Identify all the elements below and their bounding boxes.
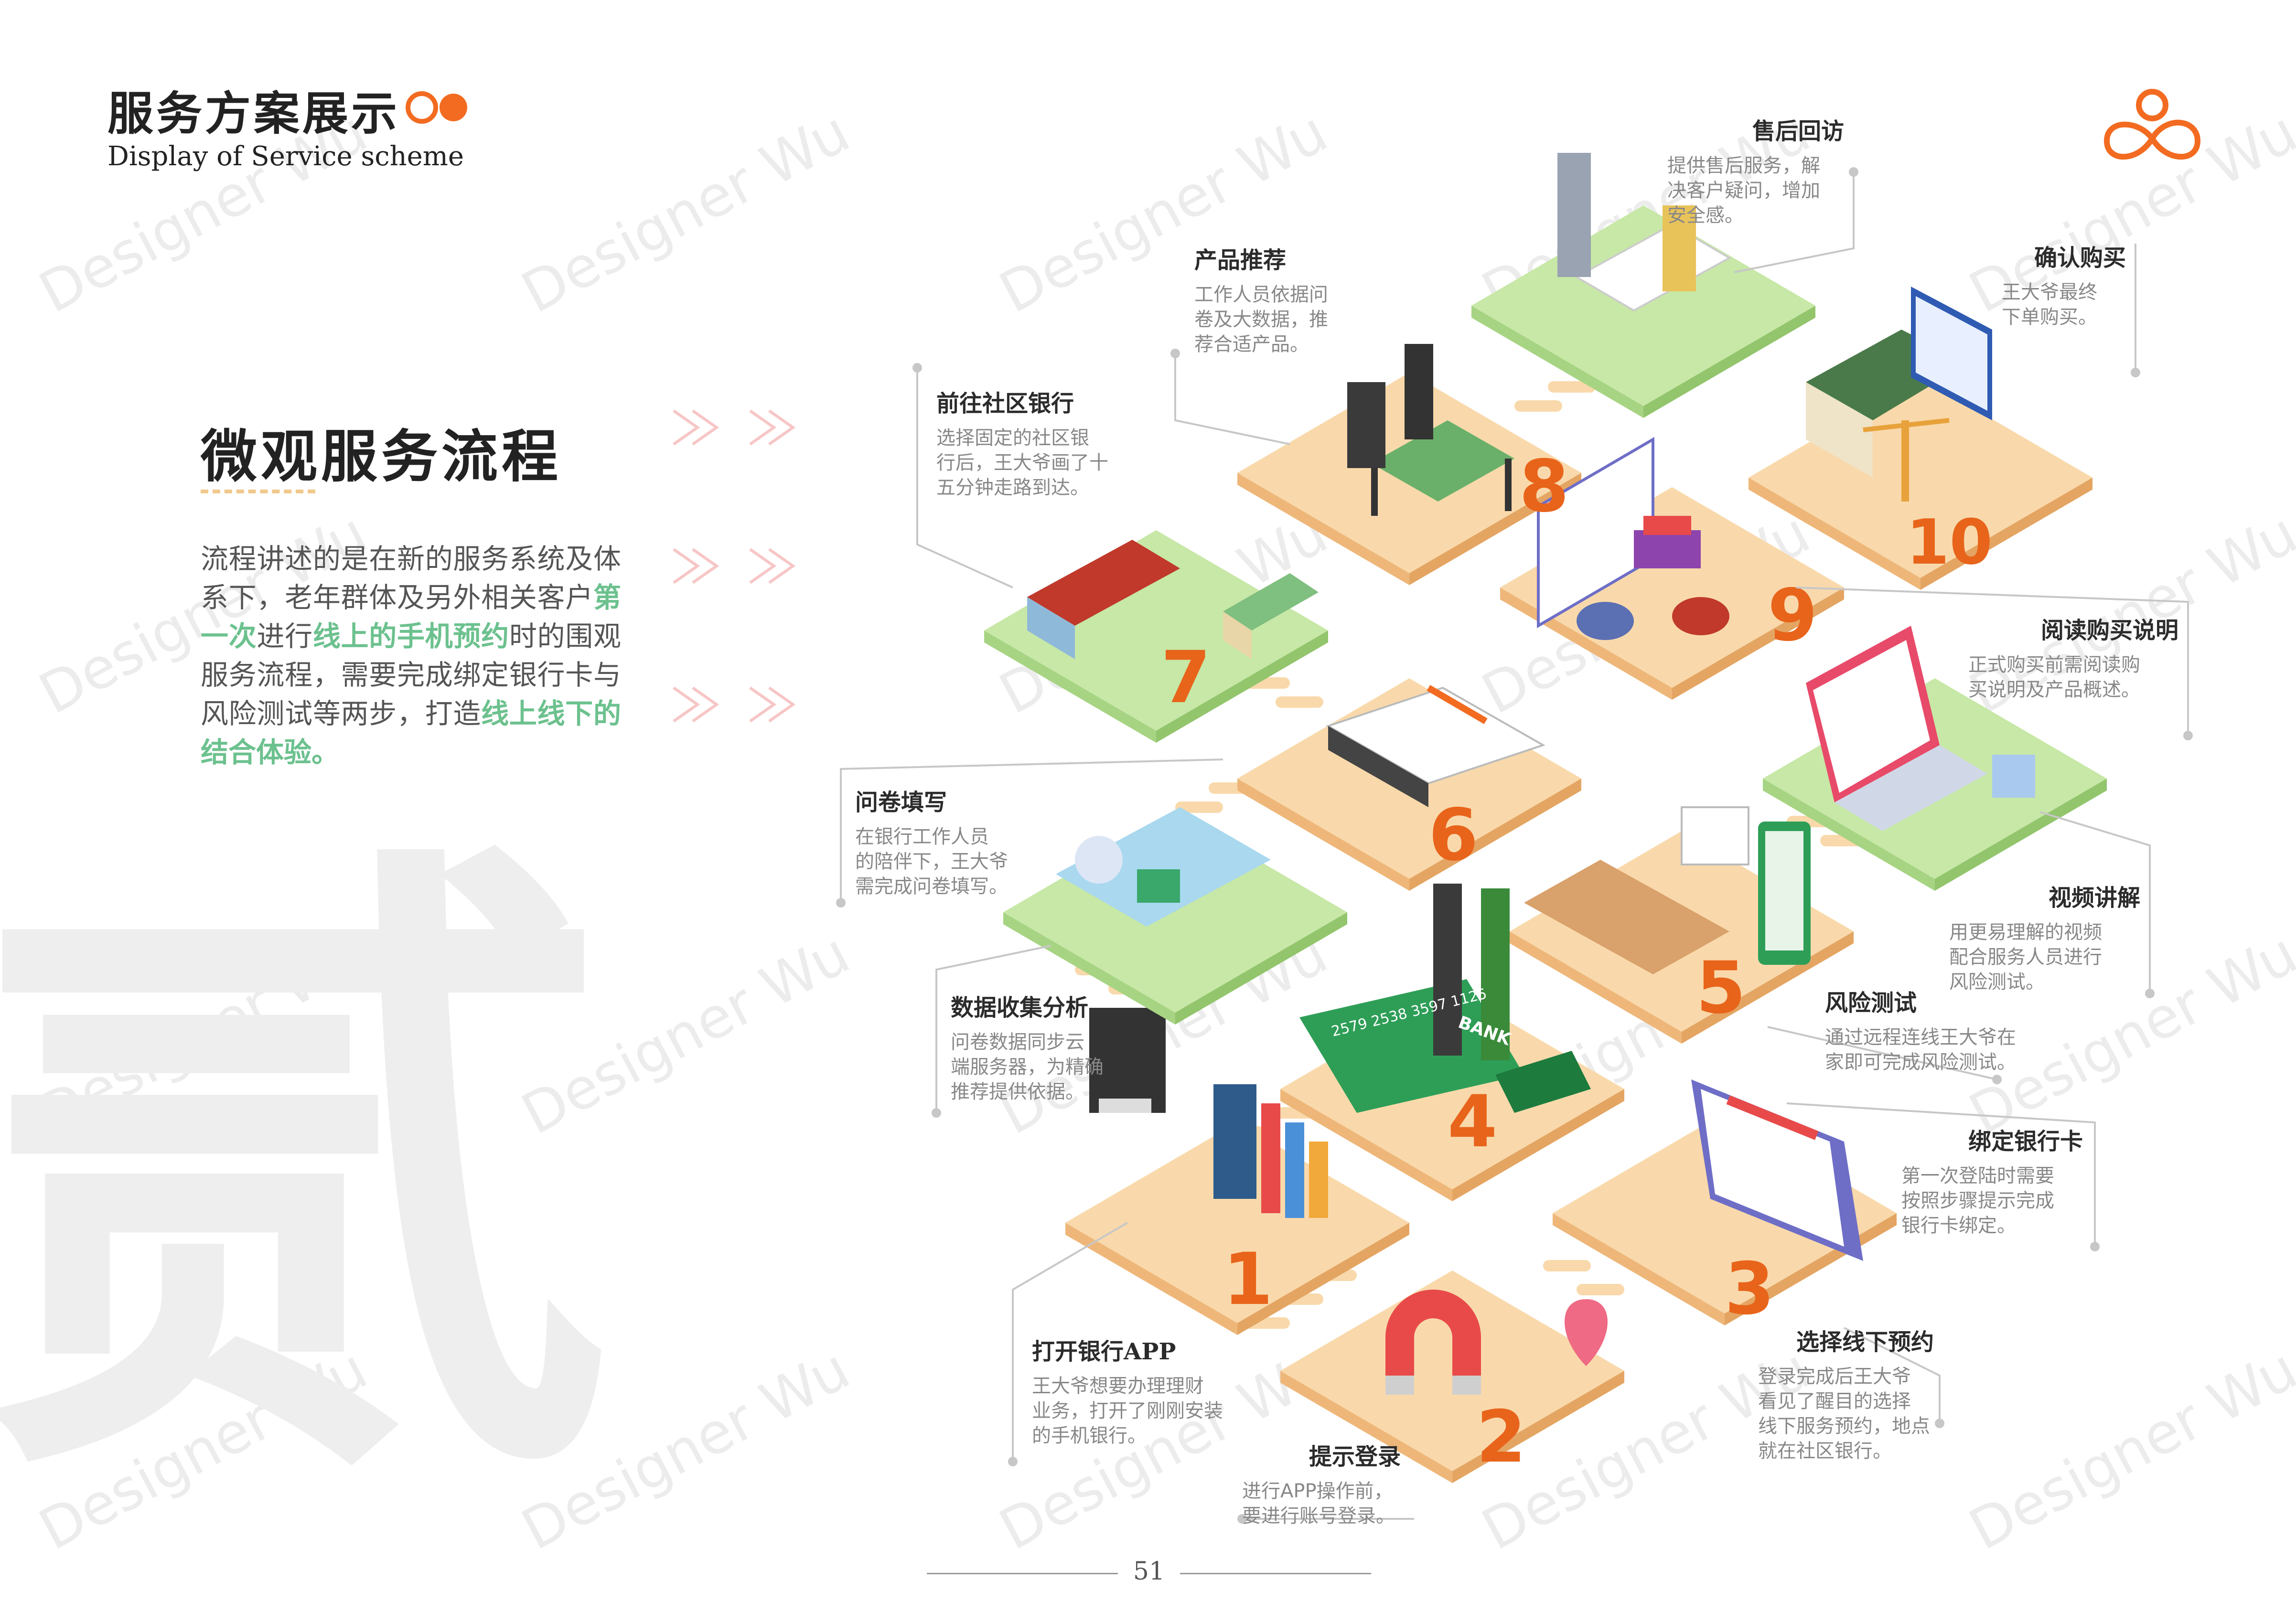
step-title: 绑定银行卡 xyxy=(1968,1128,2083,1155)
tile-numbers: 1 2 3 4 5 6 7 8 9 10 xyxy=(1161,445,1993,1479)
page-number: 51 xyxy=(1133,1557,1165,1586)
section-title: 微观服务流程 xyxy=(201,423,562,490)
section-paragraph: 流程讲述的是在新的服务系统及体系下，老年群体及另外相关客户第一次进行线上的手机预… xyxy=(201,540,621,772)
step-desc: 在银行工作人员 的陪伴下，王大爷 需完成问卷填写。 xyxy=(855,826,1008,897)
leader-lines xyxy=(836,167,2193,1524)
paragraph-text: 进行 xyxy=(257,620,313,652)
step-desc: 通过远程连线王大爷在 家即可完成风险测试。 xyxy=(1825,1026,2016,1073)
step-read-instructions: 阅读购买说明 正式购买前需阅读购 买说明及产品概述。 xyxy=(1968,611,2178,702)
step-after-sales: 售后回访 提供售后服务，解 决客户疑问，增加 安全感。 xyxy=(1667,112,1844,228)
paragraph-highlight: 第一次 xyxy=(201,581,621,652)
tile-step-6 xyxy=(1237,678,1581,891)
step-desc: 王大爷最终 下单购买。 xyxy=(2002,281,2097,328)
step-risk-test: 风险测试 通过远程连线王大爷在 家即可完成风险测试。 xyxy=(1825,984,2016,1075)
tile-reading xyxy=(1763,626,2107,891)
step-desc: 第一次登陆时需要 按照步骤提示完成 银行卡绑定。 xyxy=(1901,1165,2054,1237)
service-flow-illustration: 1 2 3 4 5 6 7 8 9 10 2579 2538 3597 1125… xyxy=(836,153,2193,1524)
step-desc: 选择固定的社区银 行后，王大爷画了十 五分钟走路到达。 xyxy=(936,427,1108,499)
step-desc: 正式购买前需阅读购 买说明及产品概述。 xyxy=(1968,654,2140,701)
chevron-decoration-icon xyxy=(673,409,796,723)
paragraph-text: 流程讲述的是在新的服务系统及体系下，老年群体及另外相关客户 xyxy=(201,543,621,614)
tile-step-8 xyxy=(1237,344,1581,585)
page-title: 服务方案展示 xyxy=(107,86,400,140)
tile-number-2: 2 xyxy=(1476,1396,1526,1479)
tile-step-4 xyxy=(1280,884,1624,1201)
step-title: 风险测试 xyxy=(1825,990,1917,1016)
page-subtitle: Display of Service scheme xyxy=(107,141,464,172)
step-open-app: 打开银行APP 王大爷想要办理理财 业务，打开了刚刚安装 的手机银行。 xyxy=(1032,1333,1223,1448)
watermark: Designer Wu xyxy=(511,98,860,326)
logo-icon xyxy=(2103,89,2201,160)
step-desc: 工作人员依据问 卷及大数据，推 荐合适产品。 xyxy=(1194,284,1328,355)
paragraph-highlight: 线上线下的结合体验。 xyxy=(201,697,621,769)
step-desc: 提供售后服务，解 决客户疑问，增加 安全感。 xyxy=(1667,155,1820,226)
page-number-rule-right xyxy=(1180,1573,1371,1574)
step-title: 提示登录 xyxy=(1309,1443,1401,1470)
step-questionnaire: 问卷填写 在银行工作人员 的陪伴下，王大爷 需完成问卷填写。 xyxy=(855,783,1008,899)
tile-after-sales xyxy=(1471,153,1815,418)
step-desc: 登录完成后王大爷 看见了醒目的选择 线下服务预约，地点 就在社区银行。 xyxy=(1758,1366,1930,1462)
tile-number-10: 10 xyxy=(1906,506,1993,578)
tile-number-1: 1 xyxy=(1223,1238,1273,1321)
rings-icon xyxy=(406,91,467,124)
step-login-prompt: 提示登录 进行APP操作前， 要进行账号登录。 xyxy=(1242,1438,1401,1528)
tile-number-7: 7 xyxy=(1161,636,1211,719)
step-title: 前往社区银行 xyxy=(936,390,1074,417)
step-video: 视频讲解 用更易理解的视频 配合服务人员进行 风险测试。 xyxy=(1949,879,2140,994)
step-desc: 进行APP操作前， 要进行账号登录。 xyxy=(1242,1480,1395,1527)
tile-number-8: 8 xyxy=(1519,445,1569,528)
step-desc: 王大爷想要办理理财 业务，打开了刚刚安装 的手机银行。 xyxy=(1032,1375,1223,1447)
paragraph-text: 时的围观服务流程，需要完成绑定银行卡与风险测试等两步，打造 xyxy=(201,620,621,730)
paragraph-highlight: 线上的手机预约 xyxy=(312,620,509,652)
step-title: 确认购买 xyxy=(2034,245,2126,271)
step-data-analysis: 数据收集分析 问卷数据同步云 端服务器，为精确 推荐提供依据。 xyxy=(951,989,1104,1104)
background-character: 贰 xyxy=(0,794,616,1551)
tile-step-3 xyxy=(1553,1079,1897,1325)
tile-questionnaire xyxy=(1003,807,1347,1025)
step-offline-booking: 选择线下预约 登录完成后王大爷 看见了醒目的选择 线下服务预约，地点 就在社区银… xyxy=(1758,1323,1934,1463)
step-title: 售后回访 xyxy=(1752,118,1844,145)
step-title: 视频讲解 xyxy=(2048,885,2140,911)
tile-number-3: 3 xyxy=(1725,1248,1774,1331)
tile-number-4: 4 xyxy=(1448,1080,1497,1164)
step-title: 产品推荐 xyxy=(1194,247,1287,274)
step-go-to-bank: 前往社区银行 选择固定的社区银 行后，王大爷画了十 五分钟走路到达。 xyxy=(936,384,1108,500)
section-divider xyxy=(201,490,315,493)
tile-step-1 xyxy=(1065,1008,1409,1335)
step-desc: 问卷数据同步云 端服务器，为精确 推荐提供依据。 xyxy=(951,1031,1104,1103)
tile-number-9: 9 xyxy=(1768,574,1817,657)
step-bind-card: 绑定银行卡 第一次登陆时需要 按照步骤提示完成 银行卡绑定。 xyxy=(1892,1122,2083,1238)
step-desc: 用更易理解的视频 配合服务人员进行 风险测试。 xyxy=(1949,921,2102,993)
step-title: 数据收集分析 xyxy=(951,994,1089,1021)
step-title: 选择线下预约 xyxy=(1796,1329,1934,1356)
tile-step-9 xyxy=(1500,437,1844,700)
step-product-recommend: 产品推荐 工作人员依据问 卷及大数据，推 荐合适产品。 xyxy=(1194,241,1328,357)
step-title: 打开银行APP xyxy=(1032,1338,1176,1365)
step-title: 阅读购买说明 xyxy=(2040,617,2178,644)
tile-number-6: 6 xyxy=(1428,794,1478,877)
step-title: 问卷填写 xyxy=(855,789,947,816)
step-confirm-purchase: 确认购买 王大爷最终 下单购买。 xyxy=(1983,239,2126,330)
tile-step-2 xyxy=(1280,1271,1624,1483)
tile-step-10 xyxy=(1749,287,2092,590)
tile-step-5 xyxy=(1510,806,1854,1044)
tile-step-7 xyxy=(984,530,1328,743)
page-number-rule-left xyxy=(927,1573,1118,1574)
tile-number-5: 5 xyxy=(1696,947,1746,1030)
